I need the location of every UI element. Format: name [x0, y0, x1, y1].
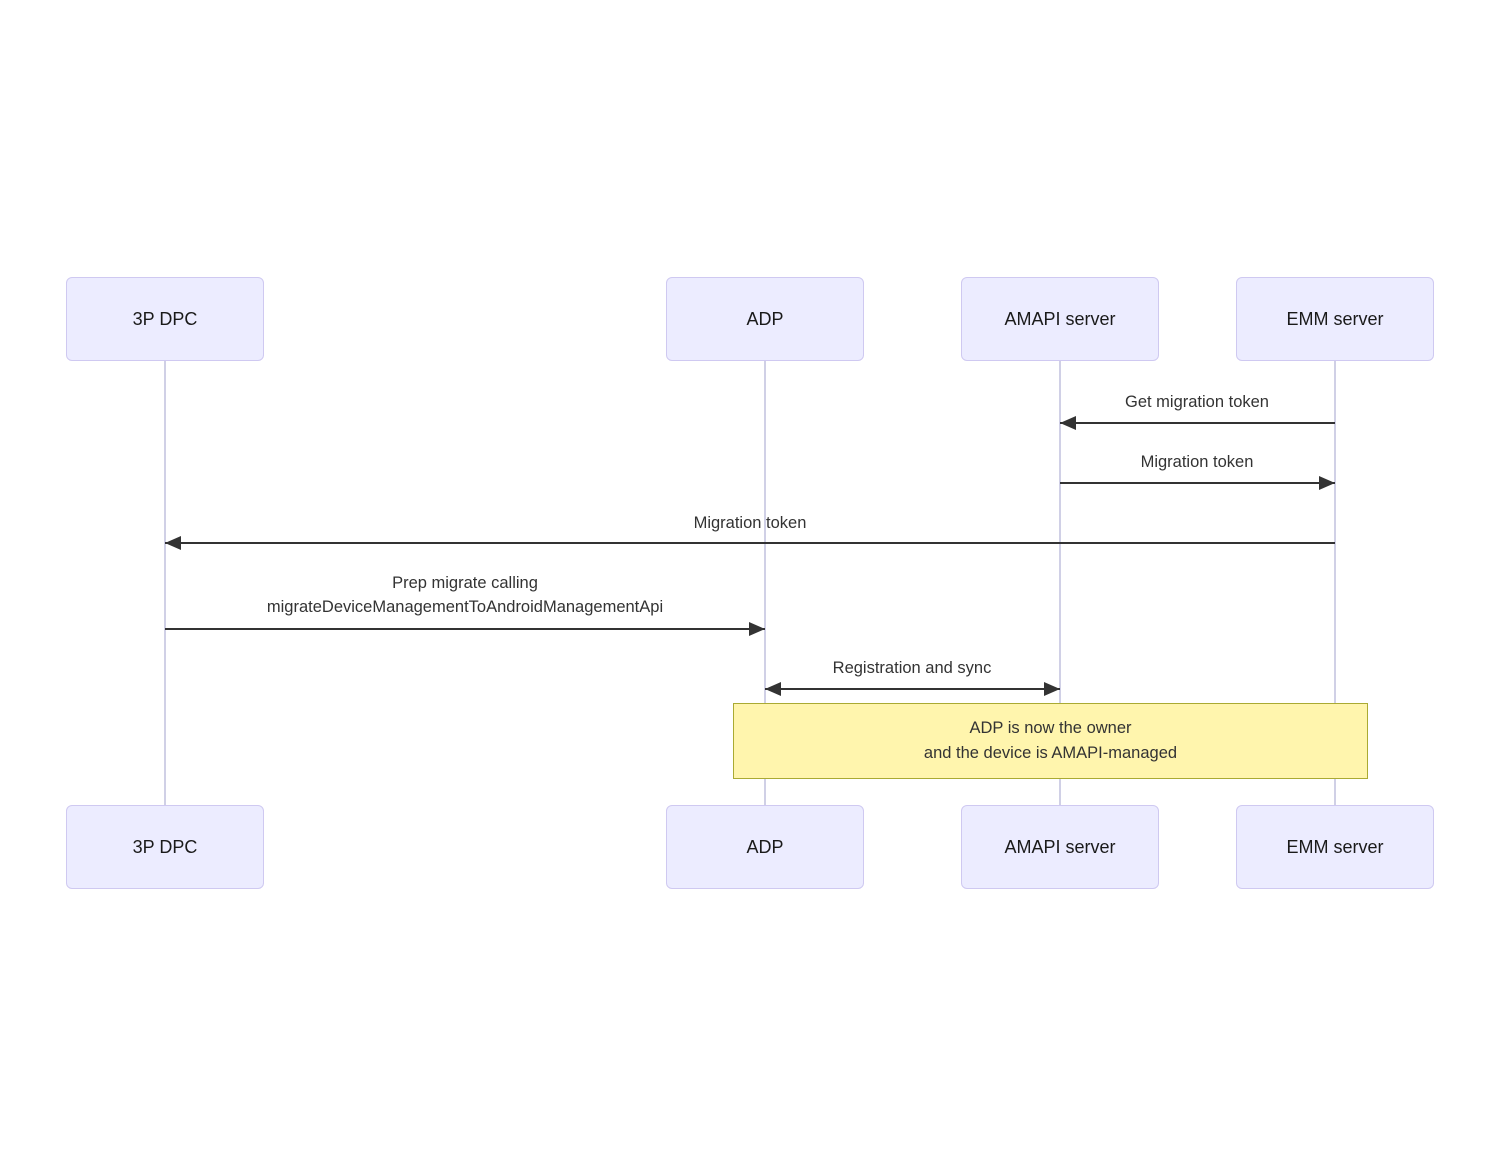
arrowhead-left-icon	[165, 536, 181, 550]
actor-emm-server-top: EMM server	[1236, 277, 1434, 361]
note-line1: ADP is now the owner	[969, 719, 1132, 737]
actor-3p-dpc-top: 3P DPC	[66, 277, 264, 361]
message-label-migration-token-to-dpc: Migration token	[693, 514, 807, 532]
actor-label: ADP	[746, 836, 784, 857]
note-adp-owner: ADP is now the owner and the device is A…	[733, 703, 1368, 779]
actor-adp-bottom: ADP	[666, 805, 864, 889]
actor-adp-top: ADP	[666, 277, 864, 361]
message-label-line2: migrateDeviceManagementToAndroidManageme…	[266, 598, 664, 616]
actor-label: ADP	[746, 308, 784, 329]
message-arrow-migration-token-to-emm	[1060, 476, 1335, 490]
actor-label: EMM server	[1286, 836, 1384, 857]
message-arrow-registration-and-sync	[765, 682, 1060, 696]
arrowhead-right-icon	[1044, 682, 1060, 696]
arrowhead-left-icon	[1060, 416, 1076, 430]
message-arrow-get-migration-token	[1060, 416, 1335, 430]
actor-emm-server-bottom: EMM server	[1236, 805, 1434, 889]
message-label-migration-token-to-emm: Migration token	[1140, 453, 1254, 471]
message-label-line1: Prep migrate calling	[392, 574, 538, 592]
actor-3p-dpc-bottom: 3P DPC	[66, 805, 264, 889]
note-line2: and the device is AMAPI-managed	[923, 744, 1178, 762]
message-label-registration-and-sync: Registration and sync	[832, 659, 992, 677]
message-arrow-migration-token-to-dpc	[165, 536, 1335, 550]
message-label-prep-migrate: Prep migrate calling migrateDeviceManage…	[267, 571, 663, 619]
actor-amapi-server-bottom: AMAPI server	[961, 805, 1159, 889]
message-arrow-prep-migrate	[165, 622, 765, 636]
actor-amapi-server-top: AMAPI server	[961, 277, 1159, 361]
arrowhead-right-icon	[749, 622, 765, 636]
actor-label: AMAPI server	[1004, 836, 1116, 857]
actor-label: 3P DPC	[132, 836, 198, 857]
lifeline-3p-dpc	[164, 361, 166, 805]
message-label-get-migration-token: Get migration token	[1125, 393, 1269, 411]
actor-label: AMAPI server	[1004, 308, 1116, 329]
arrowhead-right-icon	[1319, 476, 1335, 490]
lifeline-amapi-server	[1059, 361, 1061, 805]
actor-label: EMM server	[1286, 308, 1384, 329]
arrowhead-left-icon	[765, 682, 781, 696]
actor-label: 3P DPC	[132, 308, 198, 329]
lifeline-adp	[764, 361, 766, 805]
lifeline-emm-server	[1334, 361, 1336, 805]
